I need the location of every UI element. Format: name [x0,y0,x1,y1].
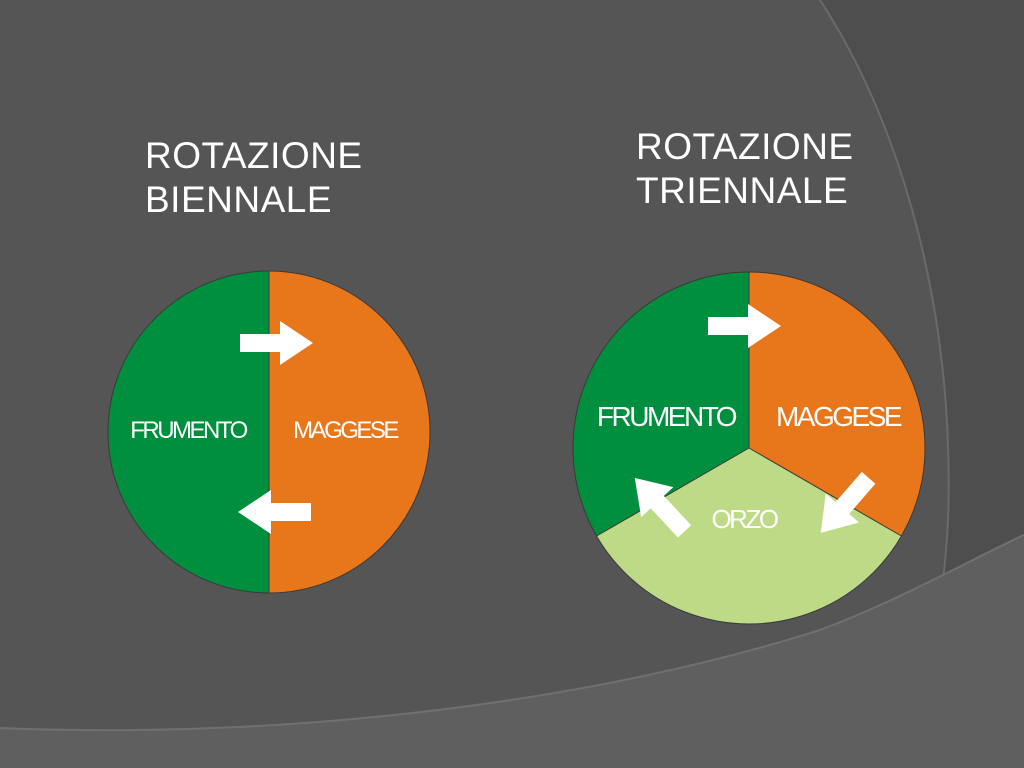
biennale-pie: FRUMENTO MAGGESE [107,270,431,594]
arrow-down-left-icon [820,471,876,533]
pie-slice-frumento [573,272,749,536]
label-frumento: FRUMENTO [130,417,247,444]
title-line: TRIENNALE [636,170,849,211]
arrow-left-icon [238,490,311,534]
title-line: ROTAZIONE [636,126,854,167]
label-maggese: MAGGESE [776,401,902,432]
title-rotazione-biennale: ROTAZIONE BIENNALE [145,134,363,222]
triennale-pie: FRUMENTO MAGGESE ORZO [572,271,926,625]
title-line: BIENNALE [145,179,333,220]
label-orzo: ORZO [711,504,777,534]
pie-slice-orzo [596,448,902,624]
arrow-right-icon [240,321,313,365]
title-rotazione-triennale: ROTAZIONE TRIENNALE [636,125,854,213]
title-line: ROTAZIONE [145,135,363,176]
background-swoosh-bottom [0,535,1024,768]
arrow-up-left-icon [634,477,692,538]
background-swoosh-line [0,534,1024,732]
label-maggese: MAGGESE [293,417,398,444]
arrow-right-icon [708,304,781,348]
pie-slice-frumento [108,271,269,593]
pie-slice-maggese [749,272,925,536]
label-frumento: FRUMENTO [597,401,737,432]
